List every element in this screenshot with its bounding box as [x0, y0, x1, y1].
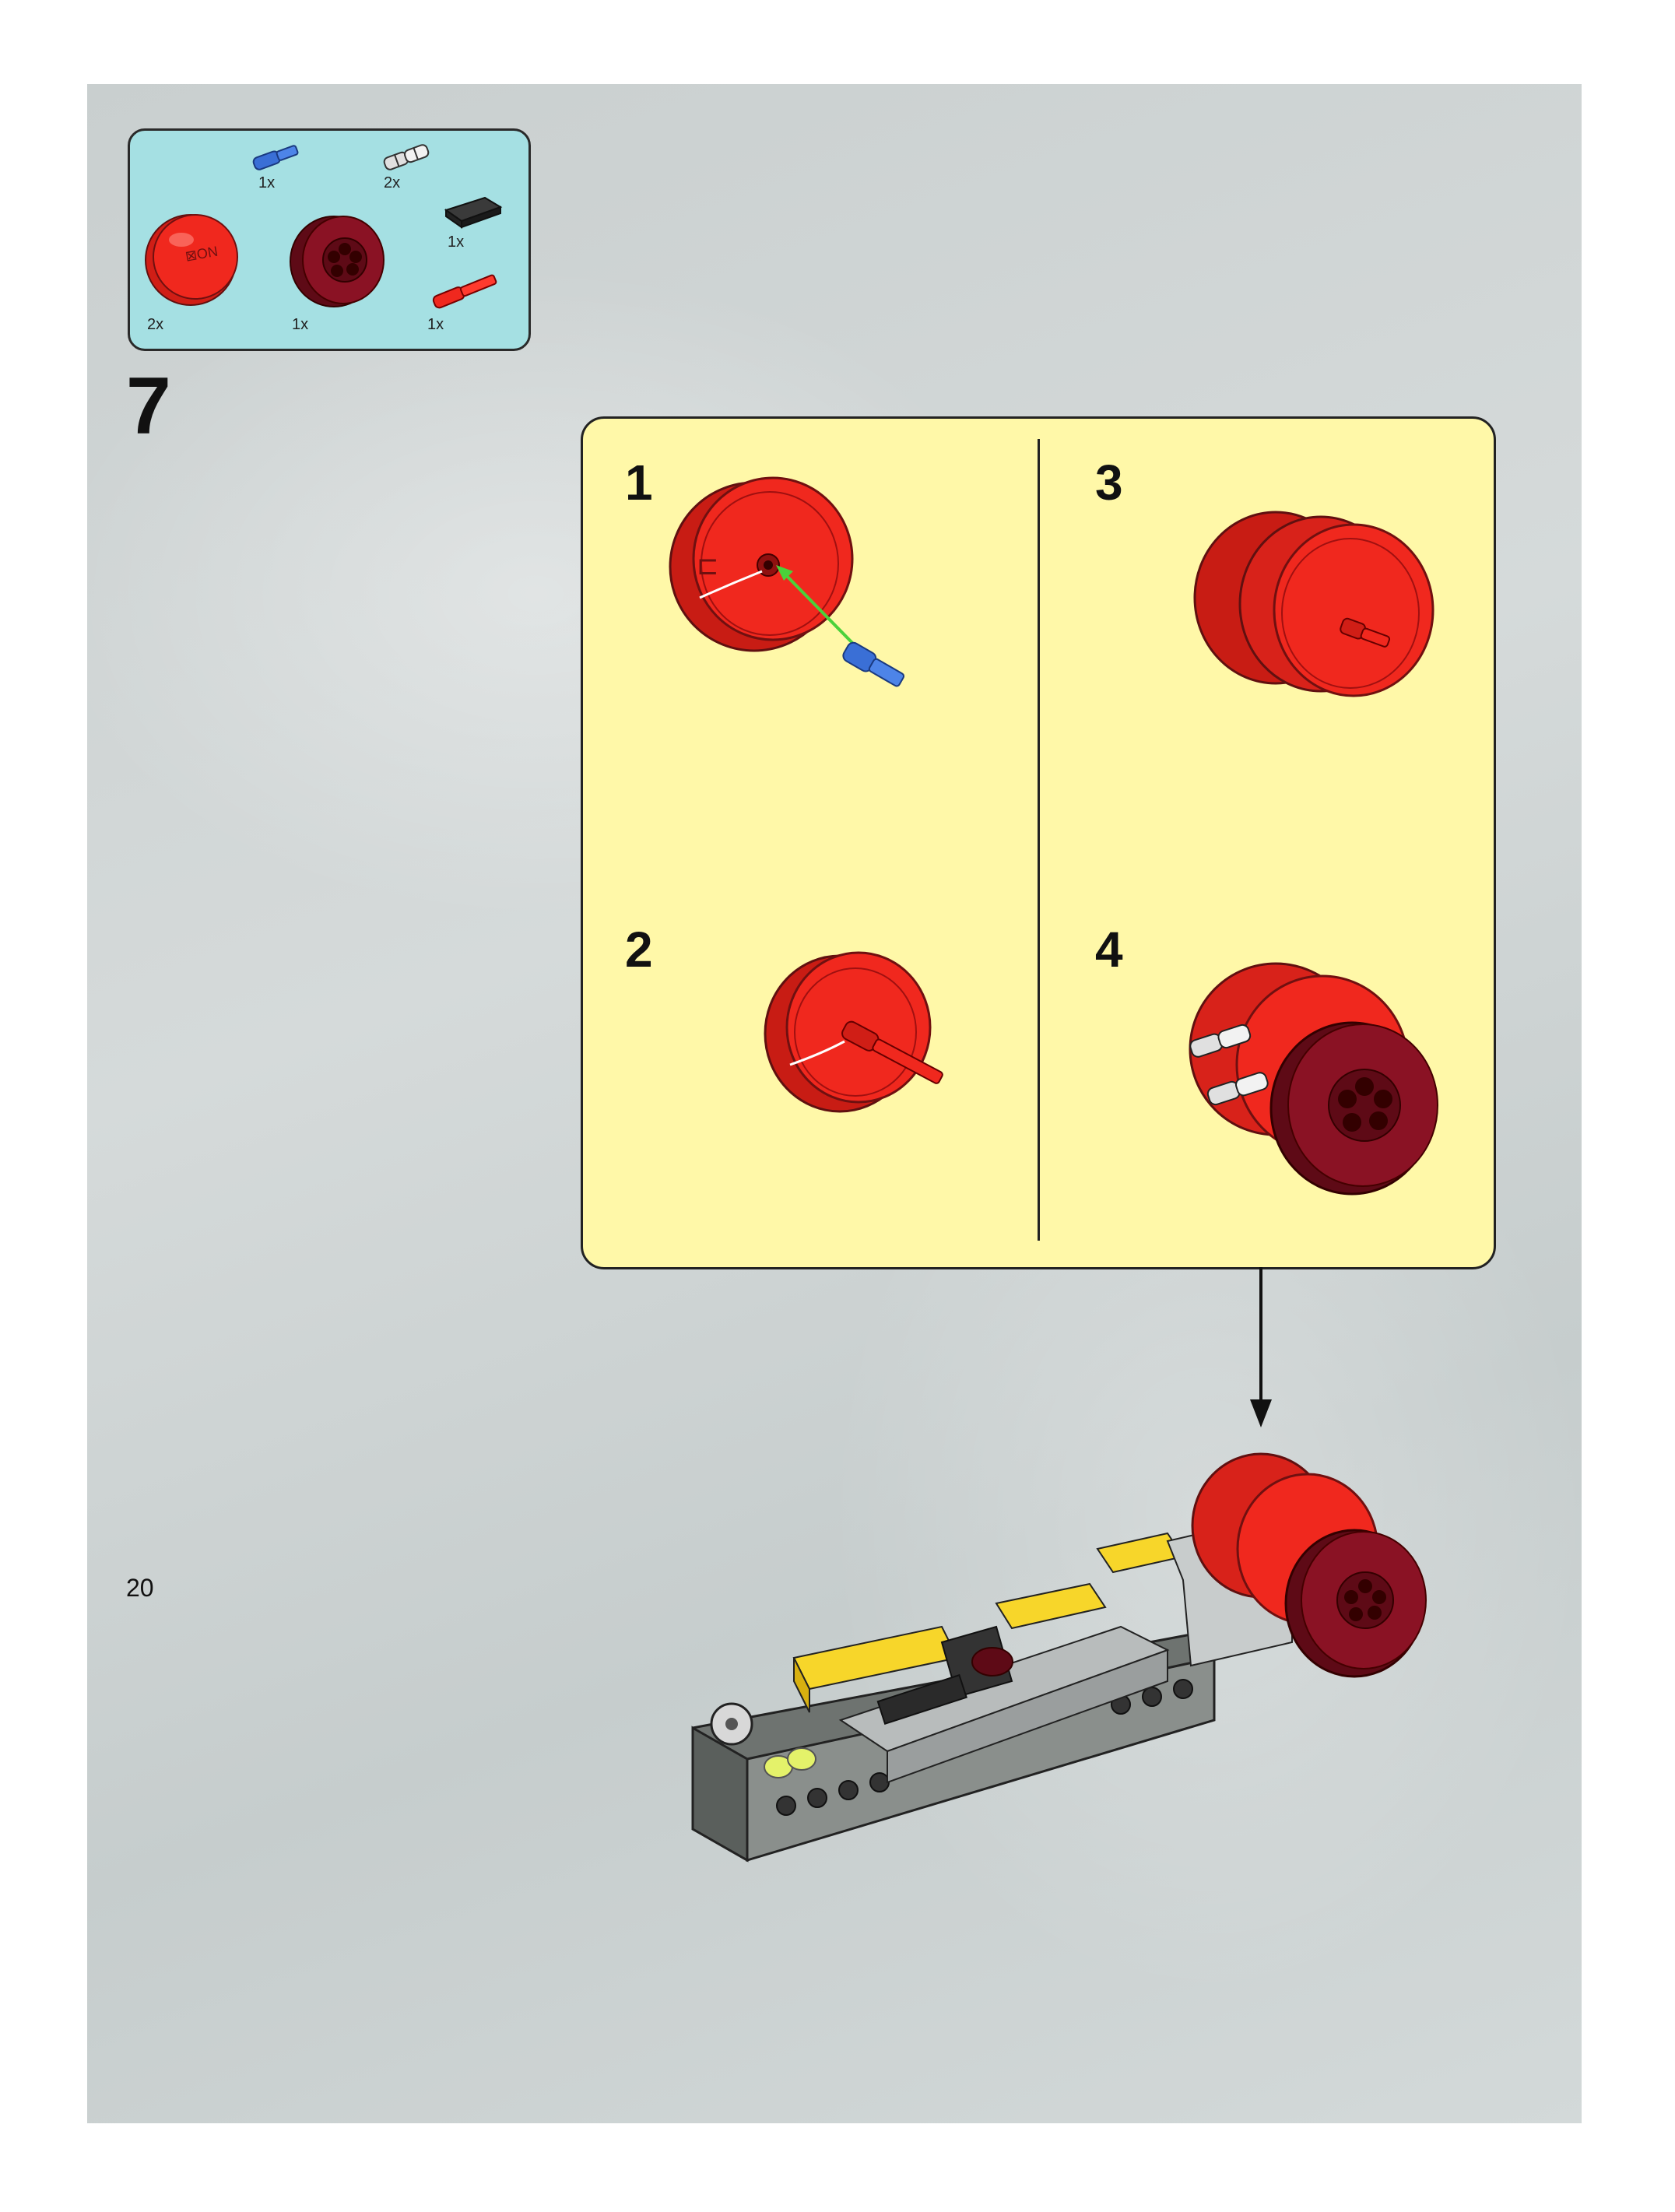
red-axle-pin-quantity: 1x — [427, 316, 444, 333]
sub-assembly-panel: 1 2 3 4 ⊏ — [581, 416, 1496, 1269]
dark-red-hub-quantity: 1x — [292, 316, 309, 333]
black-tile-quantity: 1x — [448, 233, 465, 251]
gray-axle-pin-icon — [383, 144, 430, 170]
blue-axle-pin-icon — [252, 145, 299, 170]
sub-panel-divider — [1038, 439, 1040, 1241]
sub-step-3-illustration — [1193, 511, 1434, 697]
red-wheel-rim-quantity: 2x — [147, 316, 164, 333]
sub-step-1-illustration: ⊏ — [669, 476, 905, 687]
gray-axle-pin-quantity: 2x — [384, 174, 401, 191]
sub-step-4-illustration — [1189, 962, 1438, 1196]
sub-step-2-number: 2 — [625, 922, 653, 978]
red-axle-pin-icon — [432, 274, 497, 309]
parts-list-box: 1x 2x 1x ⊠ON 2x 1x — [128, 128, 531, 351]
dark-red-hub-icon — [290, 216, 385, 307]
sub-step-1-number: 1 — [625, 455, 653, 511]
red-wheel-rim-icon: ⊠ON — [145, 214, 238, 306]
sub-step-3-number: 3 — [1095, 455, 1123, 511]
blue-axle-pin-quantity: 1x — [258, 174, 276, 191]
sub-step-4-number: 4 — [1095, 922, 1123, 978]
sub-step-2-illustration — [764, 951, 943, 1113]
step-number: 7 — [126, 361, 171, 451]
main-assembly-illustration — [691, 1452, 1427, 1863]
svg-text:⊏: ⊏ — [697, 551, 719, 581]
arrow-down-icon — [1250, 1267, 1272, 1427]
black-tile-icon — [444, 196, 503, 229]
page-number: 20 — [126, 1574, 154, 1602]
